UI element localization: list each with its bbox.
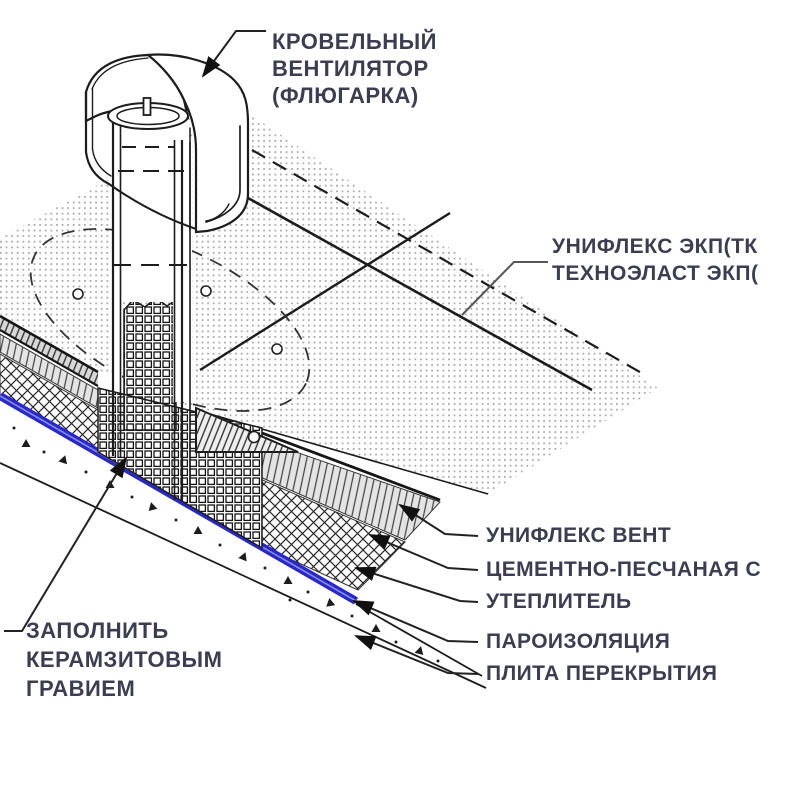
uniflex-vent-layer-line-left [0, 314, 99, 374]
callout-membrane: УНИФЛЕКС ЭКП(ТК ТЕХНОЭЛАСТ ЭКП( [552, 233, 759, 287]
roof-ventilator-cowl [84, 53, 250, 234]
pipe-interior-fill [121, 150, 174, 302]
callout-membrane-line2: ТЕХНОЭЛАСТ ЭКП( [552, 262, 759, 285]
leader-slab [354, 635, 479, 675]
layer-label-uniflex-vent: УНИФЛЕКС ВЕНТ [486, 524, 672, 547]
leader-vapor-barrier [352, 600, 479, 643]
membrane-edge-strip-hatch [0, 316, 98, 386]
fastener-circles [72, 285, 283, 355]
membrane-hidden-edge-dashed [251, 149, 646, 376]
membrane-wedge [195, 406, 299, 453]
cowl-left-foot-outer [84, 150, 111, 186]
fastener-circle [200, 285, 212, 297]
callout-membrane-line1: УНИФЛЕКС ЭКП(ТК [552, 235, 758, 258]
fastener-circle [72, 288, 84, 300]
leader-uniflex-vent [398, 503, 479, 537]
leader-gravel [4, 456, 128, 632]
layer-label-slab: ПЛИТА ПЕРЕКРЫТИЯ [486, 662, 718, 685]
slab-bottom-edge [0, 462, 487, 689]
leader-lines [4, 30, 548, 675]
cowl-front-rim [108, 183, 197, 230]
callout-ventilator: КРОВЕЛЬНЫЙ ВЕНТИЛЯТОР (ФЛЮГАРКА) [272, 28, 437, 109]
cowl-left-foot-inner [91, 148, 112, 177]
callout-ventilator-line3: (ФЛЮГАРКА) [272, 83, 419, 108]
callout-gravel-fill: ЗАПОЛНИТЬ КЕРАМЗИТОВЫМ ГРАВИЕМ [26, 616, 222, 703]
uniflex-vent-layer-line-right [237, 422, 441, 502]
callout-gravel-line1: ЗАПОЛНИТЬ [26, 618, 169, 643]
layer-label-screed: ЦЕМЕНТНО-ПЕСЧАНАЯ С [486, 558, 762, 581]
membrane-underside-line-left [0, 329, 99, 387]
cut-face-left [0, 314, 99, 453]
pipe-left-wall-fill [112, 118, 122, 390]
membrane-sheet-edge-line [247, 196, 593, 392]
leader-membrane [461, 261, 548, 316]
slab-aggregate-marks [12, 426, 440, 663]
vent-pipe [111, 118, 192, 502]
callout-ventilator-line2: ВЕНТИЛЯТОР [272, 56, 429, 81]
cowl-brace-post [142, 97, 152, 116]
fastener-circle [271, 343, 283, 355]
callout-ventilator-line1: КРОВЕЛЬНЫЙ [272, 29, 437, 54]
cut-face-right [195, 409, 489, 591]
slab-top-edge [355, 603, 483, 677]
membrane-sheet-edges [199, 149, 646, 392]
leader-screed [368, 534, 479, 571]
leader-ventilator [201, 30, 266, 78]
cowl-dome-double-line [91, 57, 149, 90]
leader-insulation [353, 566, 479, 603]
layer-label-insulation: УТЕПЛИТЕЛЬ [486, 590, 632, 613]
screed-layer-left-hatch [0, 334, 98, 408]
callout-gravel-line3: ГРАВИЕМ [26, 676, 136, 701]
wedge-fastener-circle [247, 430, 261, 444]
cowl-rolled-rim [205, 203, 230, 222]
layer-label-vapor-barrier: ПАРОИЗОЛЯЦИЯ [486, 630, 671, 653]
callout-gravel-line2: КЕРАМЗИТОВЫМ [26, 647, 223, 672]
screed-layer-right-hatch [244, 434, 440, 540]
